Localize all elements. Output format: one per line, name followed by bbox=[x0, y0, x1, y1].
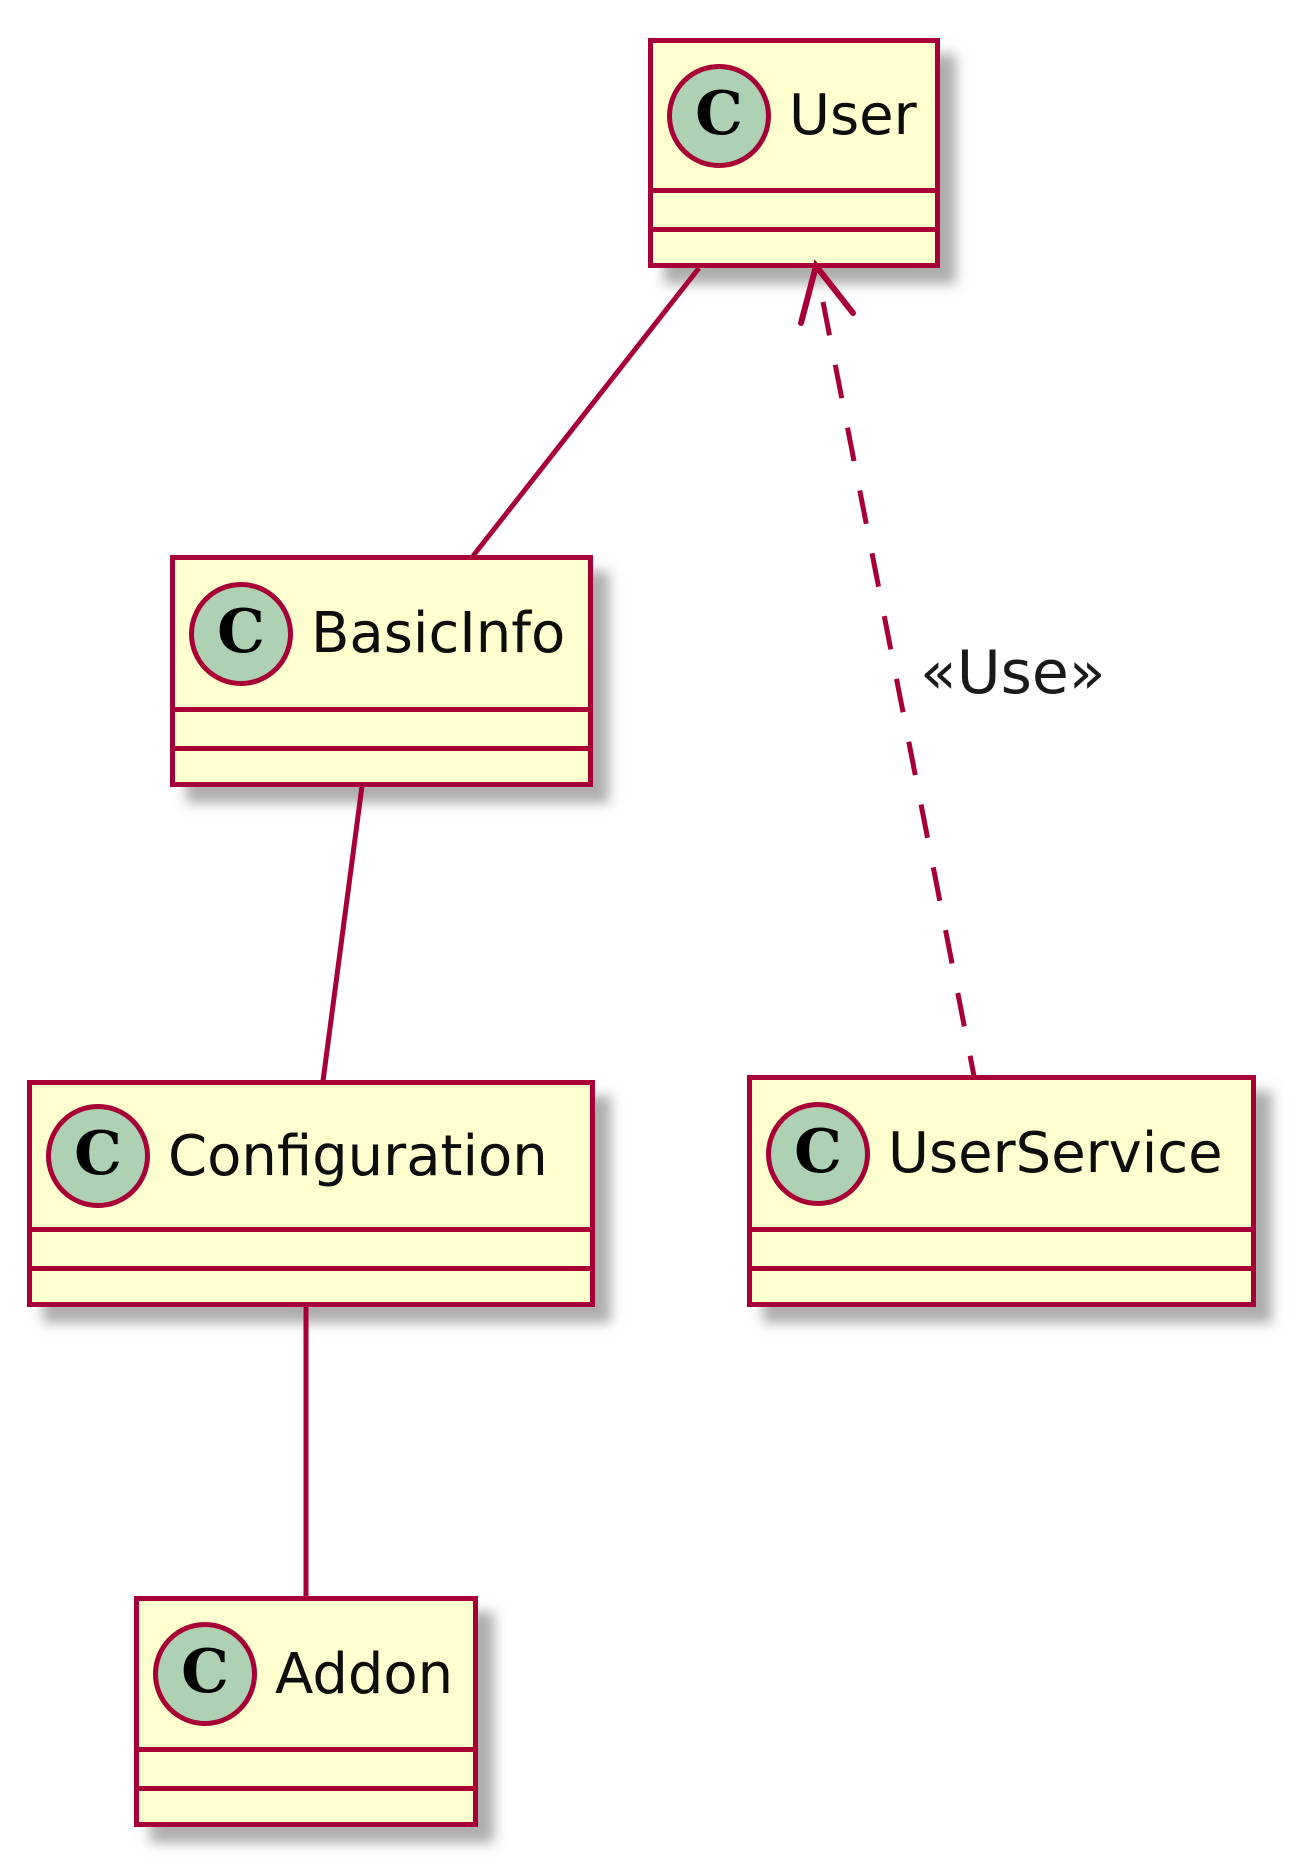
methods-compartment bbox=[139, 1786, 473, 1822]
class-name-user: User bbox=[789, 83, 917, 148]
class-title-addon: C Addon bbox=[139, 1601, 473, 1747]
class-name-basicinfo: BasicInfo bbox=[311, 601, 566, 666]
class-box-configuration: C Configuration bbox=[27, 1080, 595, 1307]
class-name-addon: Addon bbox=[275, 1641, 454, 1707]
fields-compartment bbox=[139, 1747, 473, 1786]
fields-compartment bbox=[653, 188, 935, 227]
methods-compartment bbox=[752, 1266, 1251, 1302]
fields-compartment bbox=[752, 1227, 1251, 1266]
edge-configuration-basicinfo bbox=[320, 785, 365, 1082]
class-name-userservice: UserService bbox=[888, 1121, 1223, 1186]
methods-compartment bbox=[653, 227, 935, 263]
class-title-basicinfo: C BasicInfo bbox=[175, 560, 588, 707]
class-box-user: C User bbox=[648, 38, 940, 268]
fields-compartment bbox=[175, 707, 588, 746]
class-badge-icon: C bbox=[153, 1622, 257, 1726]
class-badge-icon: C bbox=[667, 63, 771, 168]
class-box-addon: C Addon bbox=[134, 1596, 478, 1827]
class-title-userservice: C UserService bbox=[752, 1080, 1251, 1227]
class-badge-icon: C bbox=[189, 581, 293, 686]
edge-label-use: «Use» bbox=[920, 638, 1106, 708]
class-badge-icon: C bbox=[46, 1104, 150, 1208]
class-name-configuration: Configuration bbox=[168, 1123, 548, 1189]
class-badge-icon: C bbox=[766, 1101, 870, 1206]
fields-compartment bbox=[32, 1227, 590, 1266]
class-box-userservice: C UserService bbox=[747, 1075, 1256, 1307]
methods-compartment bbox=[175, 746, 588, 782]
edge-basicinfo-user bbox=[471, 266, 701, 558]
class-title-configuration: C Configuration bbox=[32, 1085, 590, 1227]
open-arrowhead-icon bbox=[798, 259, 856, 326]
class-box-basicinfo: C BasicInfo bbox=[170, 555, 593, 787]
methods-compartment bbox=[32, 1266, 590, 1302]
class-title-user: C User bbox=[653, 43, 935, 188]
